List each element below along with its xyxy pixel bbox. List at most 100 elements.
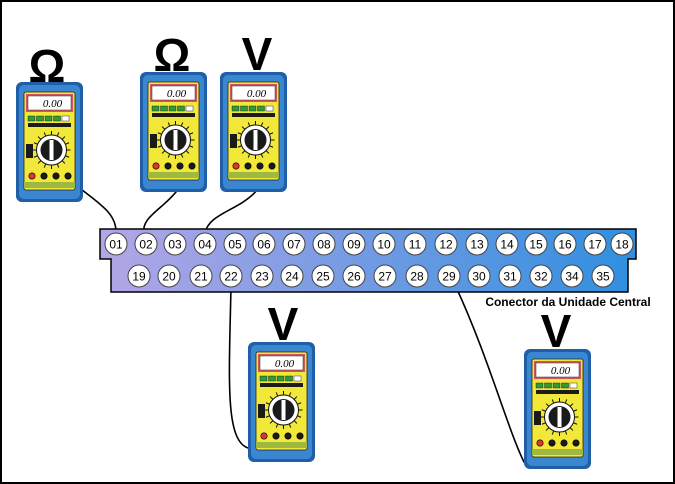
meter-reading: 0.00	[551, 365, 571, 377]
dial-tick	[260, 122, 264, 127]
pin-number: 13	[470, 238, 484, 252]
probe-jack	[52, 172, 60, 180]
meter-buttons	[151, 105, 194, 112]
multimeter-2: Ω0.00	[140, 29, 207, 192]
pin-socket	[553, 232, 577, 256]
multimeter-3: V0.00	[220, 28, 287, 192]
dial-tick	[237, 145, 242, 148]
multimeter-1: Ω0.00	[16, 40, 83, 202]
meter-buttons	[535, 382, 578, 389]
meter-key	[569, 382, 578, 389]
connector-pin-20: 20	[157, 264, 181, 288]
connector-pin-32: 32	[529, 264, 553, 288]
pin-number: 08	[317, 238, 331, 252]
pin-socket	[127, 264, 151, 288]
pin-socket	[311, 264, 335, 288]
knob-pointer	[281, 400, 286, 420]
pin-number: 15	[529, 238, 543, 252]
meter-bottom-band	[256, 442, 307, 448]
connector-pin-01: 01	[104, 232, 128, 256]
pin-socket	[157, 264, 181, 288]
meter-scale-strip	[260, 383, 303, 387]
meter-key	[44, 115, 53, 122]
meter-key	[61, 115, 70, 122]
pin-number: 09	[347, 238, 361, 252]
dial-tick	[61, 160, 66, 164]
pin-number: 05	[228, 238, 242, 252]
dial-tick	[37, 160, 42, 164]
pin-number: 25	[316, 270, 330, 284]
multimeter-5: V0.00	[524, 305, 591, 469]
pin-socket	[437, 264, 461, 288]
probe-jack	[152, 162, 160, 170]
connector-pin-02: 02	[134, 232, 158, 256]
meter-bottom-band	[148, 172, 199, 178]
dial-tick	[564, 430, 568, 435]
dial-tick	[269, 132, 274, 135]
meter-side-socket	[150, 134, 157, 148]
meter-key	[248, 105, 257, 112]
dial-tick	[288, 392, 292, 397]
pin-socket	[312, 232, 336, 256]
knob-pointer	[557, 407, 562, 427]
meter-buttons	[27, 115, 70, 122]
dial-tick	[65, 155, 70, 158]
dial-tick	[569, 403, 574, 407]
dial-tick	[61, 136, 66, 140]
dial-tick	[288, 423, 292, 428]
dial-tick	[551, 399, 555, 404]
dial-tick	[56, 163, 60, 168]
dial-tick	[43, 163, 47, 168]
connector-pin-06: 06	[252, 232, 276, 256]
pin-number: 12	[439, 238, 453, 252]
meter-key	[27, 115, 36, 122]
connector-pin-10: 10	[372, 232, 396, 256]
dial-tick	[297, 415, 302, 418]
meter-key	[160, 105, 168, 112]
meter-display	[231, 85, 276, 101]
dial-tick	[260, 153, 264, 158]
meter-key	[285, 375, 293, 382]
probe-jack	[536, 439, 544, 447]
pin-number: 02	[139, 238, 153, 252]
meter-key	[177, 105, 185, 112]
connector-label: Conector da Unidade Central	[485, 295, 650, 309]
pin-number: 20	[162, 270, 176, 284]
pin-number: 28	[410, 270, 424, 284]
pin-socket	[372, 232, 396, 256]
pin-number: 24	[285, 270, 299, 284]
dial-tick	[185, 150, 190, 154]
probe-jack	[40, 172, 48, 180]
pin-number: 30	[472, 270, 486, 284]
dial-tick	[247, 153, 251, 158]
meter-key	[231, 105, 240, 112]
dial-tick	[573, 409, 578, 412]
dial-tick	[65, 142, 70, 145]
knob-pointer	[173, 130, 178, 150]
connector-pin-07: 07	[282, 232, 306, 256]
pin-socket	[405, 264, 429, 288]
connector-pin-25: 25	[311, 264, 335, 288]
dial-tick	[161, 150, 166, 154]
pin-socket	[104, 232, 128, 256]
pin-number: 03	[168, 238, 182, 252]
pin-socket	[560, 264, 584, 288]
pin-socket	[403, 232, 427, 256]
pin-socket	[467, 264, 491, 288]
pin-socket	[193, 232, 217, 256]
pin-number: 32	[534, 270, 548, 284]
connector-pin-13: 13	[465, 232, 489, 256]
meter-key	[259, 375, 268, 382]
pin-socket	[434, 232, 458, 256]
meter-display	[151, 85, 196, 101]
meter-reading: 0.00	[43, 98, 63, 110]
dial-tick	[167, 153, 171, 158]
connector-pin-31: 31	[498, 264, 522, 288]
probe-jack	[64, 172, 72, 180]
connector-pin-05: 05	[223, 232, 247, 256]
meter-key	[257, 105, 265, 112]
